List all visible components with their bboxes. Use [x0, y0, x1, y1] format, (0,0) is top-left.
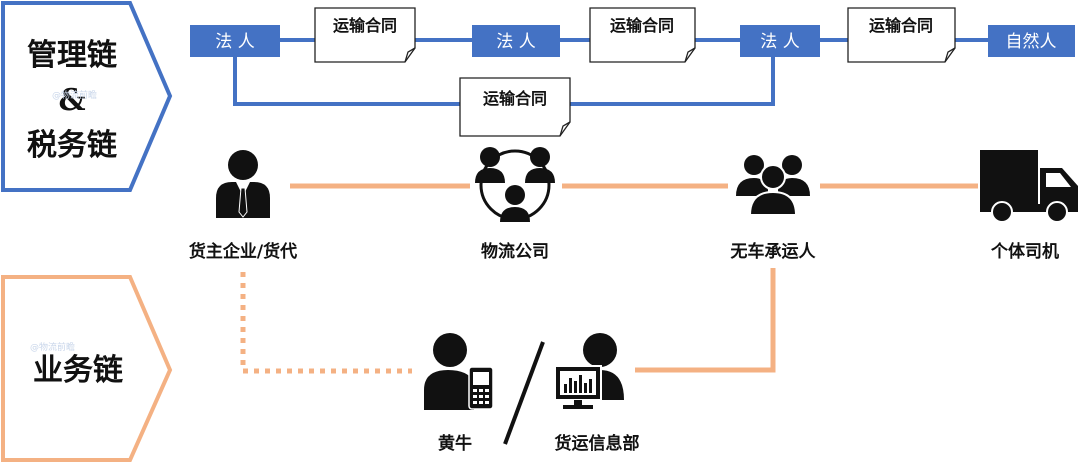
broker-label: 黄牛 [438, 433, 472, 454]
party-box-3 [740, 25, 820, 57]
business-chain-title: 业务链 [33, 353, 123, 388]
contract-label: 运输合同 [333, 16, 397, 35]
broker-phone-icon [424, 333, 494, 410]
business-flow-lines [290, 183, 978, 373]
contract-label: 运输合同 [483, 89, 547, 108]
watermark: @物流前瞻 [30, 341, 75, 353]
contract-document-2: 运输合同 [589, 7, 696, 63]
party-box-4 [988, 25, 1075, 57]
logistics-group-icon [475, 147, 555, 222]
party-box-2 [472, 25, 560, 57]
watermark: @物流前瞻 [52, 89, 97, 101]
ampersand: & [58, 83, 85, 118]
management-chain-title: 管理链 [27, 38, 117, 73]
logistics-company-label: 物流公司 [481, 241, 549, 262]
contract-documents: 运输合同 运输合同 运输合同 运输合同 [314, 7, 956, 137]
party-box-3-label: 法 人 [760, 32, 799, 52]
computer-operator-icon [554, 333, 624, 409]
contract-document-1: 运输合同 [314, 7, 416, 63]
party-box-2-label: 法 人 [496, 32, 535, 52]
shipper-label: 货主企业/货代 [189, 241, 297, 262]
tax-chain-title: 税务链 [27, 128, 117, 163]
truck-icon [980, 150, 1078, 223]
contract-document-4: 运输合同 [459, 77, 571, 137]
info-department-label: 货运信息部 [555, 433, 640, 454]
business-chain-panel: 业务链 @物流前瞻 [1, 275, 173, 462]
contract-label: 运输合同 [610, 16, 674, 35]
management-chain-lines [233, 38, 988, 106]
contract-document-3: 运输合同 [847, 7, 956, 63]
driver-label: 个体司机 [990, 241, 1059, 262]
people-group-icon [736, 155, 810, 216]
informal-link-dotted [240, 272, 412, 374]
party-box-1-label: 法 人 [215, 32, 254, 52]
party-box-4-label: 自然人 [1006, 32, 1057, 52]
slash-divider [503, 341, 545, 445]
party-box-1 [190, 25, 280, 57]
party-boxes: 法 人 法 人 法 人 自然人 [190, 25, 1075, 57]
management-tax-chain-panel: 管理链 & 税务链 @物流前瞻 [1, 0, 173, 192]
nvocc-label: 无车承运人 [730, 241, 817, 262]
contract-label: 运输合同 [869, 16, 933, 35]
shipper-person-icon [216, 150, 270, 218]
